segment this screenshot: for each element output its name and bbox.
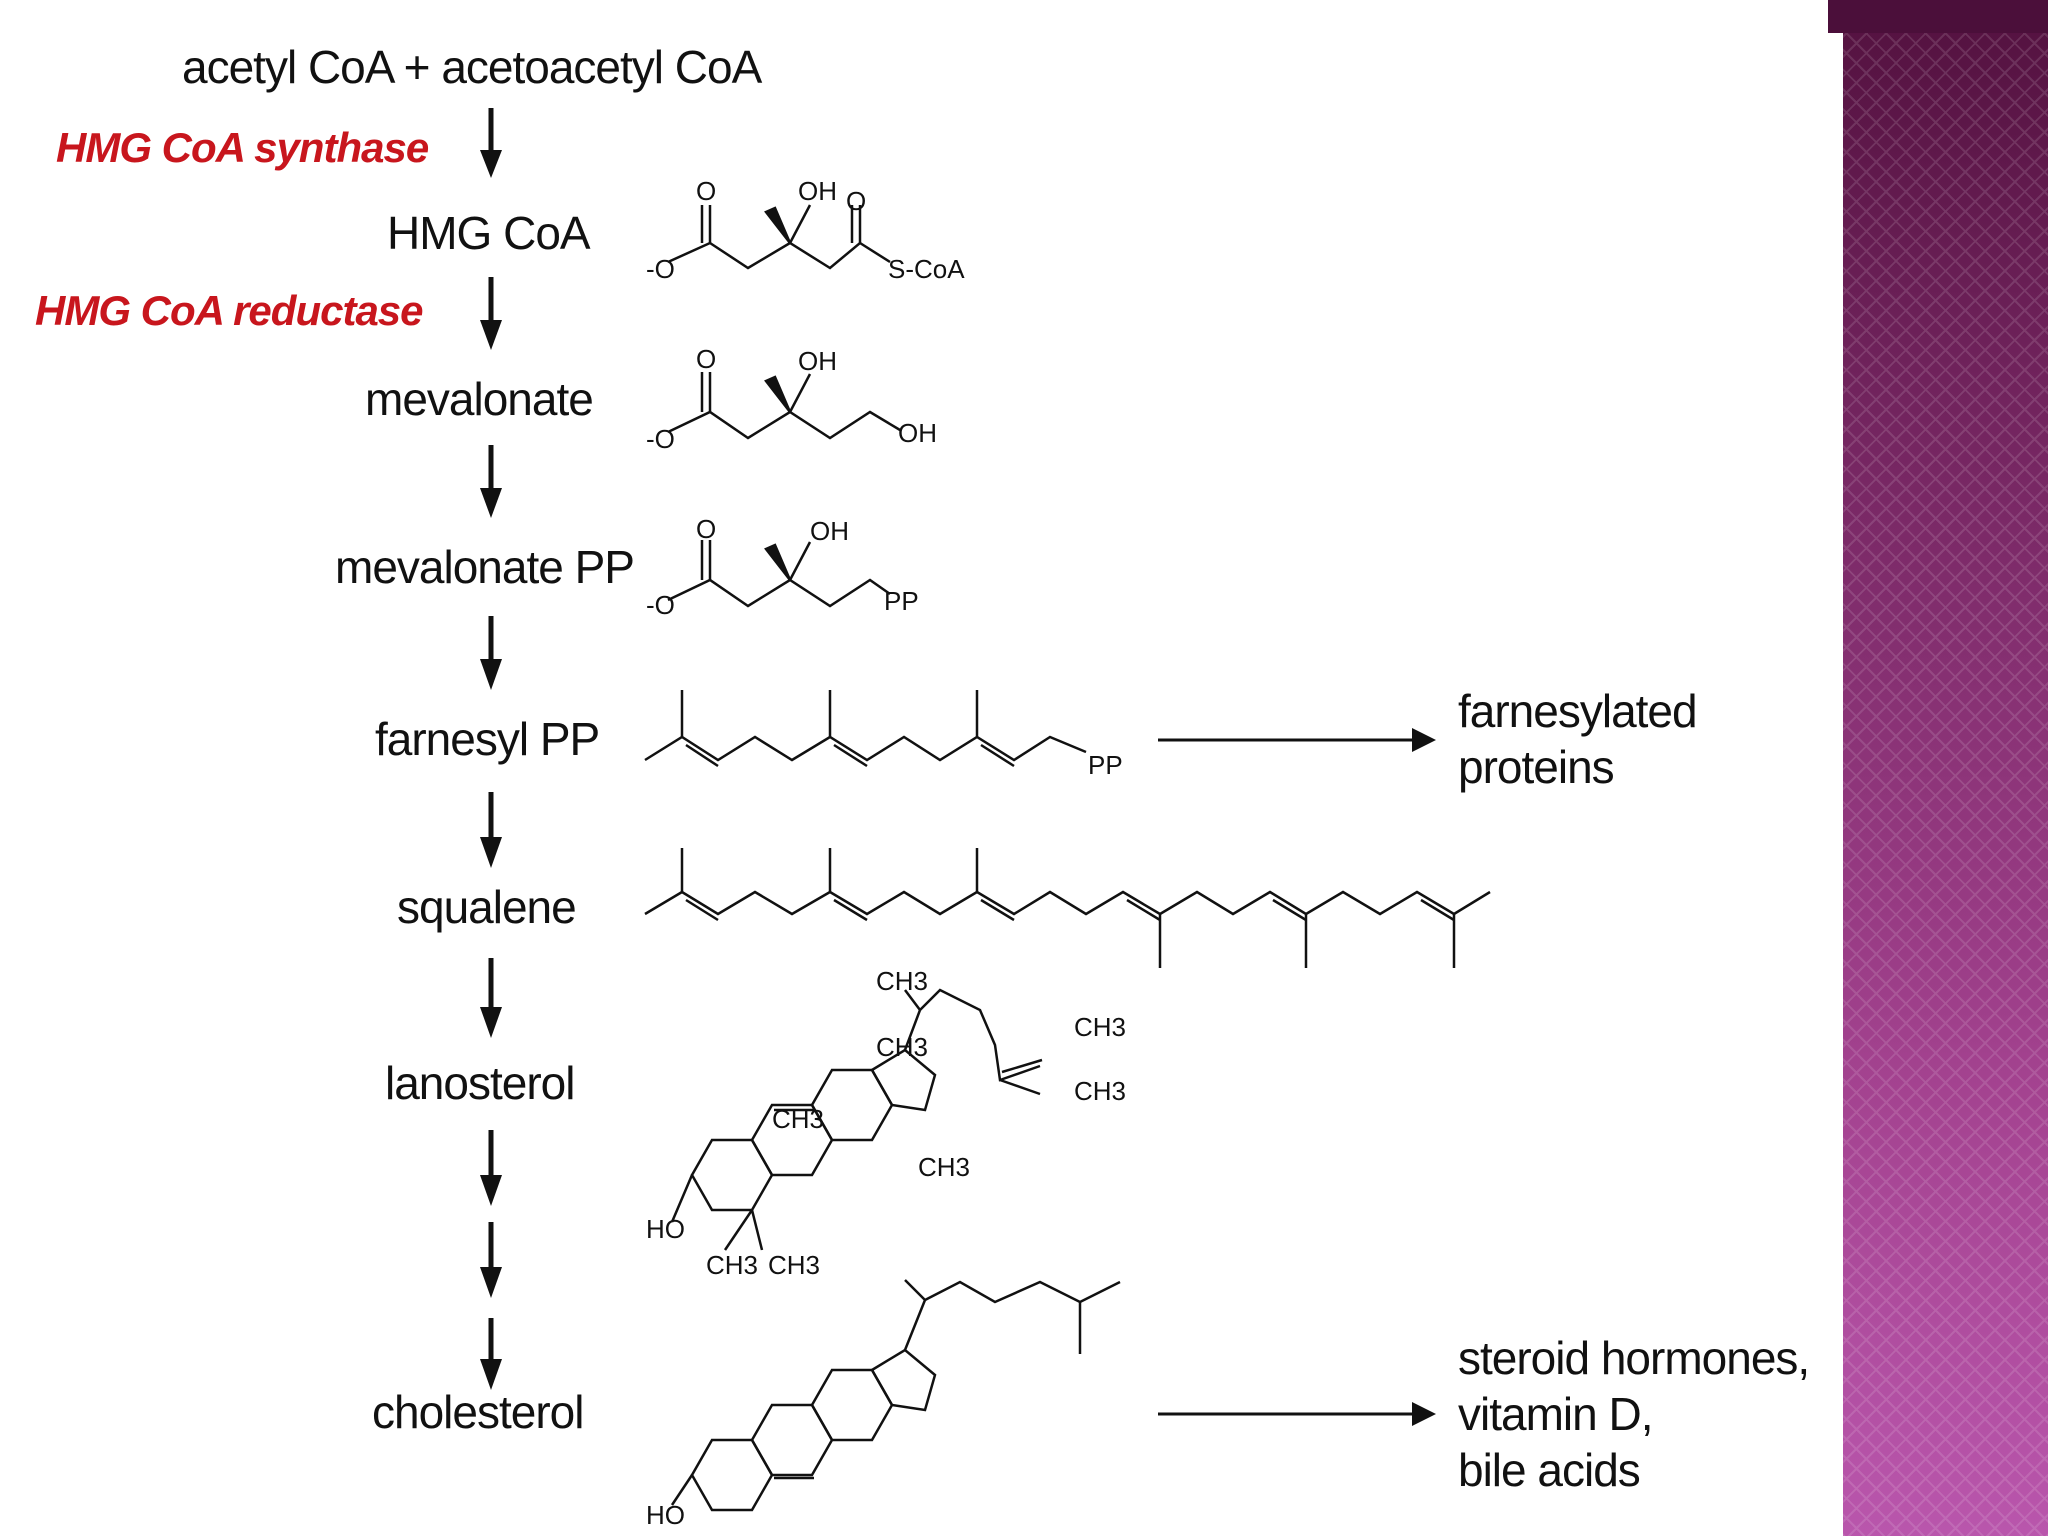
metabolite-farnesyl-pp: farnesyl PP bbox=[375, 713, 600, 765]
metabolite-mevalonate-pp: mevalonate PP bbox=[335, 541, 635, 593]
lanosterol-ch3-ring-d: CH3 bbox=[876, 1032, 928, 1062]
arrow-step-3 bbox=[480, 445, 502, 518]
mevalonate-pp-o-minus: -O bbox=[646, 590, 675, 620]
mevalonate-oh-top: OH bbox=[798, 346, 837, 376]
decorative-accent-top bbox=[1828, 0, 2048, 33]
mevalonate-oh-end: OH bbox=[898, 418, 937, 448]
decorative-accent-bar bbox=[1843, 0, 2048, 1536]
lanosterol-ch3-ring-b: CH3 bbox=[772, 1104, 824, 1134]
farnesyl-pp-label: PP bbox=[1088, 750, 1123, 780]
structure-squalene bbox=[644, 848, 1491, 968]
hmg-coa-o2: O bbox=[846, 186, 866, 216]
lanosterol-ch3-side: CH3 bbox=[876, 966, 928, 996]
lanosterol-ch3-c4-a: CH3 bbox=[706, 1250, 758, 1280]
mevalonate-pp-oh: OH bbox=[810, 516, 849, 546]
structure-farnesyl-pp bbox=[644, 690, 1087, 768]
hmg-coa-s-coa: S-CoA bbox=[888, 254, 965, 284]
arrow-step-1 bbox=[480, 108, 502, 178]
branch-arrow-farnesyl bbox=[1158, 728, 1436, 752]
pathway-arrows bbox=[480, 108, 502, 1390]
mevalonate-pp-pp: PP bbox=[884, 586, 919, 616]
arrow-step-9 bbox=[480, 1318, 502, 1390]
structure-mevalonate bbox=[667, 372, 901, 440]
arrow-step-8 bbox=[480, 1222, 502, 1298]
hmg-coa-o-minus: -O bbox=[646, 254, 675, 284]
arrow-step-4 bbox=[480, 616, 502, 690]
product-cholesterol-derivatives: steroid hormones, vitamin D, bile acids bbox=[1458, 1332, 1810, 1496]
mevalonate-o-minus: -O bbox=[646, 424, 675, 454]
hmg-coa-o1: O bbox=[696, 176, 716, 206]
arrow-step-7 bbox=[480, 1130, 502, 1206]
hmg-coa-oh: OH bbox=[798, 176, 837, 206]
mevalonate-pp-o: O bbox=[696, 514, 716, 544]
enzyme-hmg-coa-synthase: HMG CoA synthase bbox=[56, 124, 429, 171]
lanosterol-ch3-terminal-2: CH3 bbox=[1074, 1076, 1126, 1106]
metabolite-squalene: squalene bbox=[397, 881, 577, 933]
structure-hmg-coa bbox=[667, 204, 891, 270]
lanosterol-ho: HO bbox=[646, 1214, 685, 1244]
lanosterol-ch3-terminal-1: CH3 bbox=[1074, 1012, 1126, 1042]
lanosterol-ch3-ring-c: CH3 bbox=[918, 1152, 970, 1182]
enzyme-hmg-coa-reductase: HMG CoA reductase bbox=[35, 287, 424, 334]
arrow-step-6 bbox=[480, 958, 502, 1038]
structure-lanosterol bbox=[670, 988, 1043, 1251]
metabolite-mevalonate: mevalonate bbox=[365, 373, 594, 425]
branch-arrow-cholesterol bbox=[1158, 1402, 1436, 1426]
product-farnesylated-proteins: farnesylated proteins bbox=[1458, 685, 1698, 793]
arrow-step-5 bbox=[480, 792, 502, 868]
structure-cholesterol bbox=[670, 1279, 1121, 1512]
mevalonate-o: O bbox=[696, 344, 716, 374]
lanosterol-ch3-c4-b: CH3 bbox=[768, 1250, 820, 1280]
cholesterol-ho: HO bbox=[646, 1500, 685, 1530]
structure-mevalonate-pp bbox=[667, 540, 891, 608]
metabolite-cholesterol: cholesterol bbox=[372, 1386, 584, 1438]
metabolite-hmg-coa: HMG CoA bbox=[387, 207, 591, 259]
arrow-step-2 bbox=[480, 277, 502, 350]
start-substrates: acetyl CoA + acetoacetyl CoA bbox=[182, 41, 762, 93]
metabolite-lanosterol: lanosterol bbox=[385, 1057, 575, 1109]
